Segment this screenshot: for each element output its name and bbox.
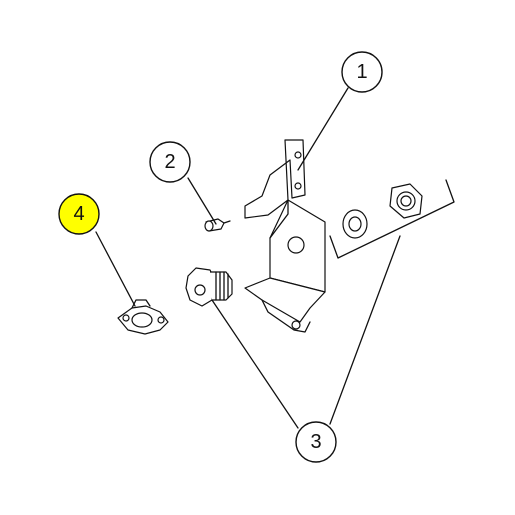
screw-part — [204, 218, 231, 232]
hex-nut-part — [389, 183, 423, 219]
callout-4-circle — [58, 193, 100, 235]
callout-3-label: 3 — [310, 431, 321, 453]
leader-lines — [95, 87, 401, 429]
callout-2-label: 2 — [164, 151, 175, 173]
callout-4: 4 — [58, 193, 100, 235]
callout-3-circle — [295, 421, 337, 463]
callout-1-label: 1 — [356, 61, 367, 83]
bracket-part — [244, 139, 326, 333]
threaded-bushing-part — [185, 267, 233, 307]
callout-1-circle — [341, 51, 383, 93]
callout-2-circle — [149, 141, 191, 183]
callout-2: 2 — [149, 141, 191, 183]
sensor-clip-part — [117, 299, 169, 335]
callout-4-label: 4 — [73, 203, 84, 225]
callout-3: 3 — [295, 421, 337, 463]
washer-part — [342, 209, 368, 239]
callout-1: 1 — [341, 51, 383, 93]
group-bracket-line — [329, 179, 455, 259]
